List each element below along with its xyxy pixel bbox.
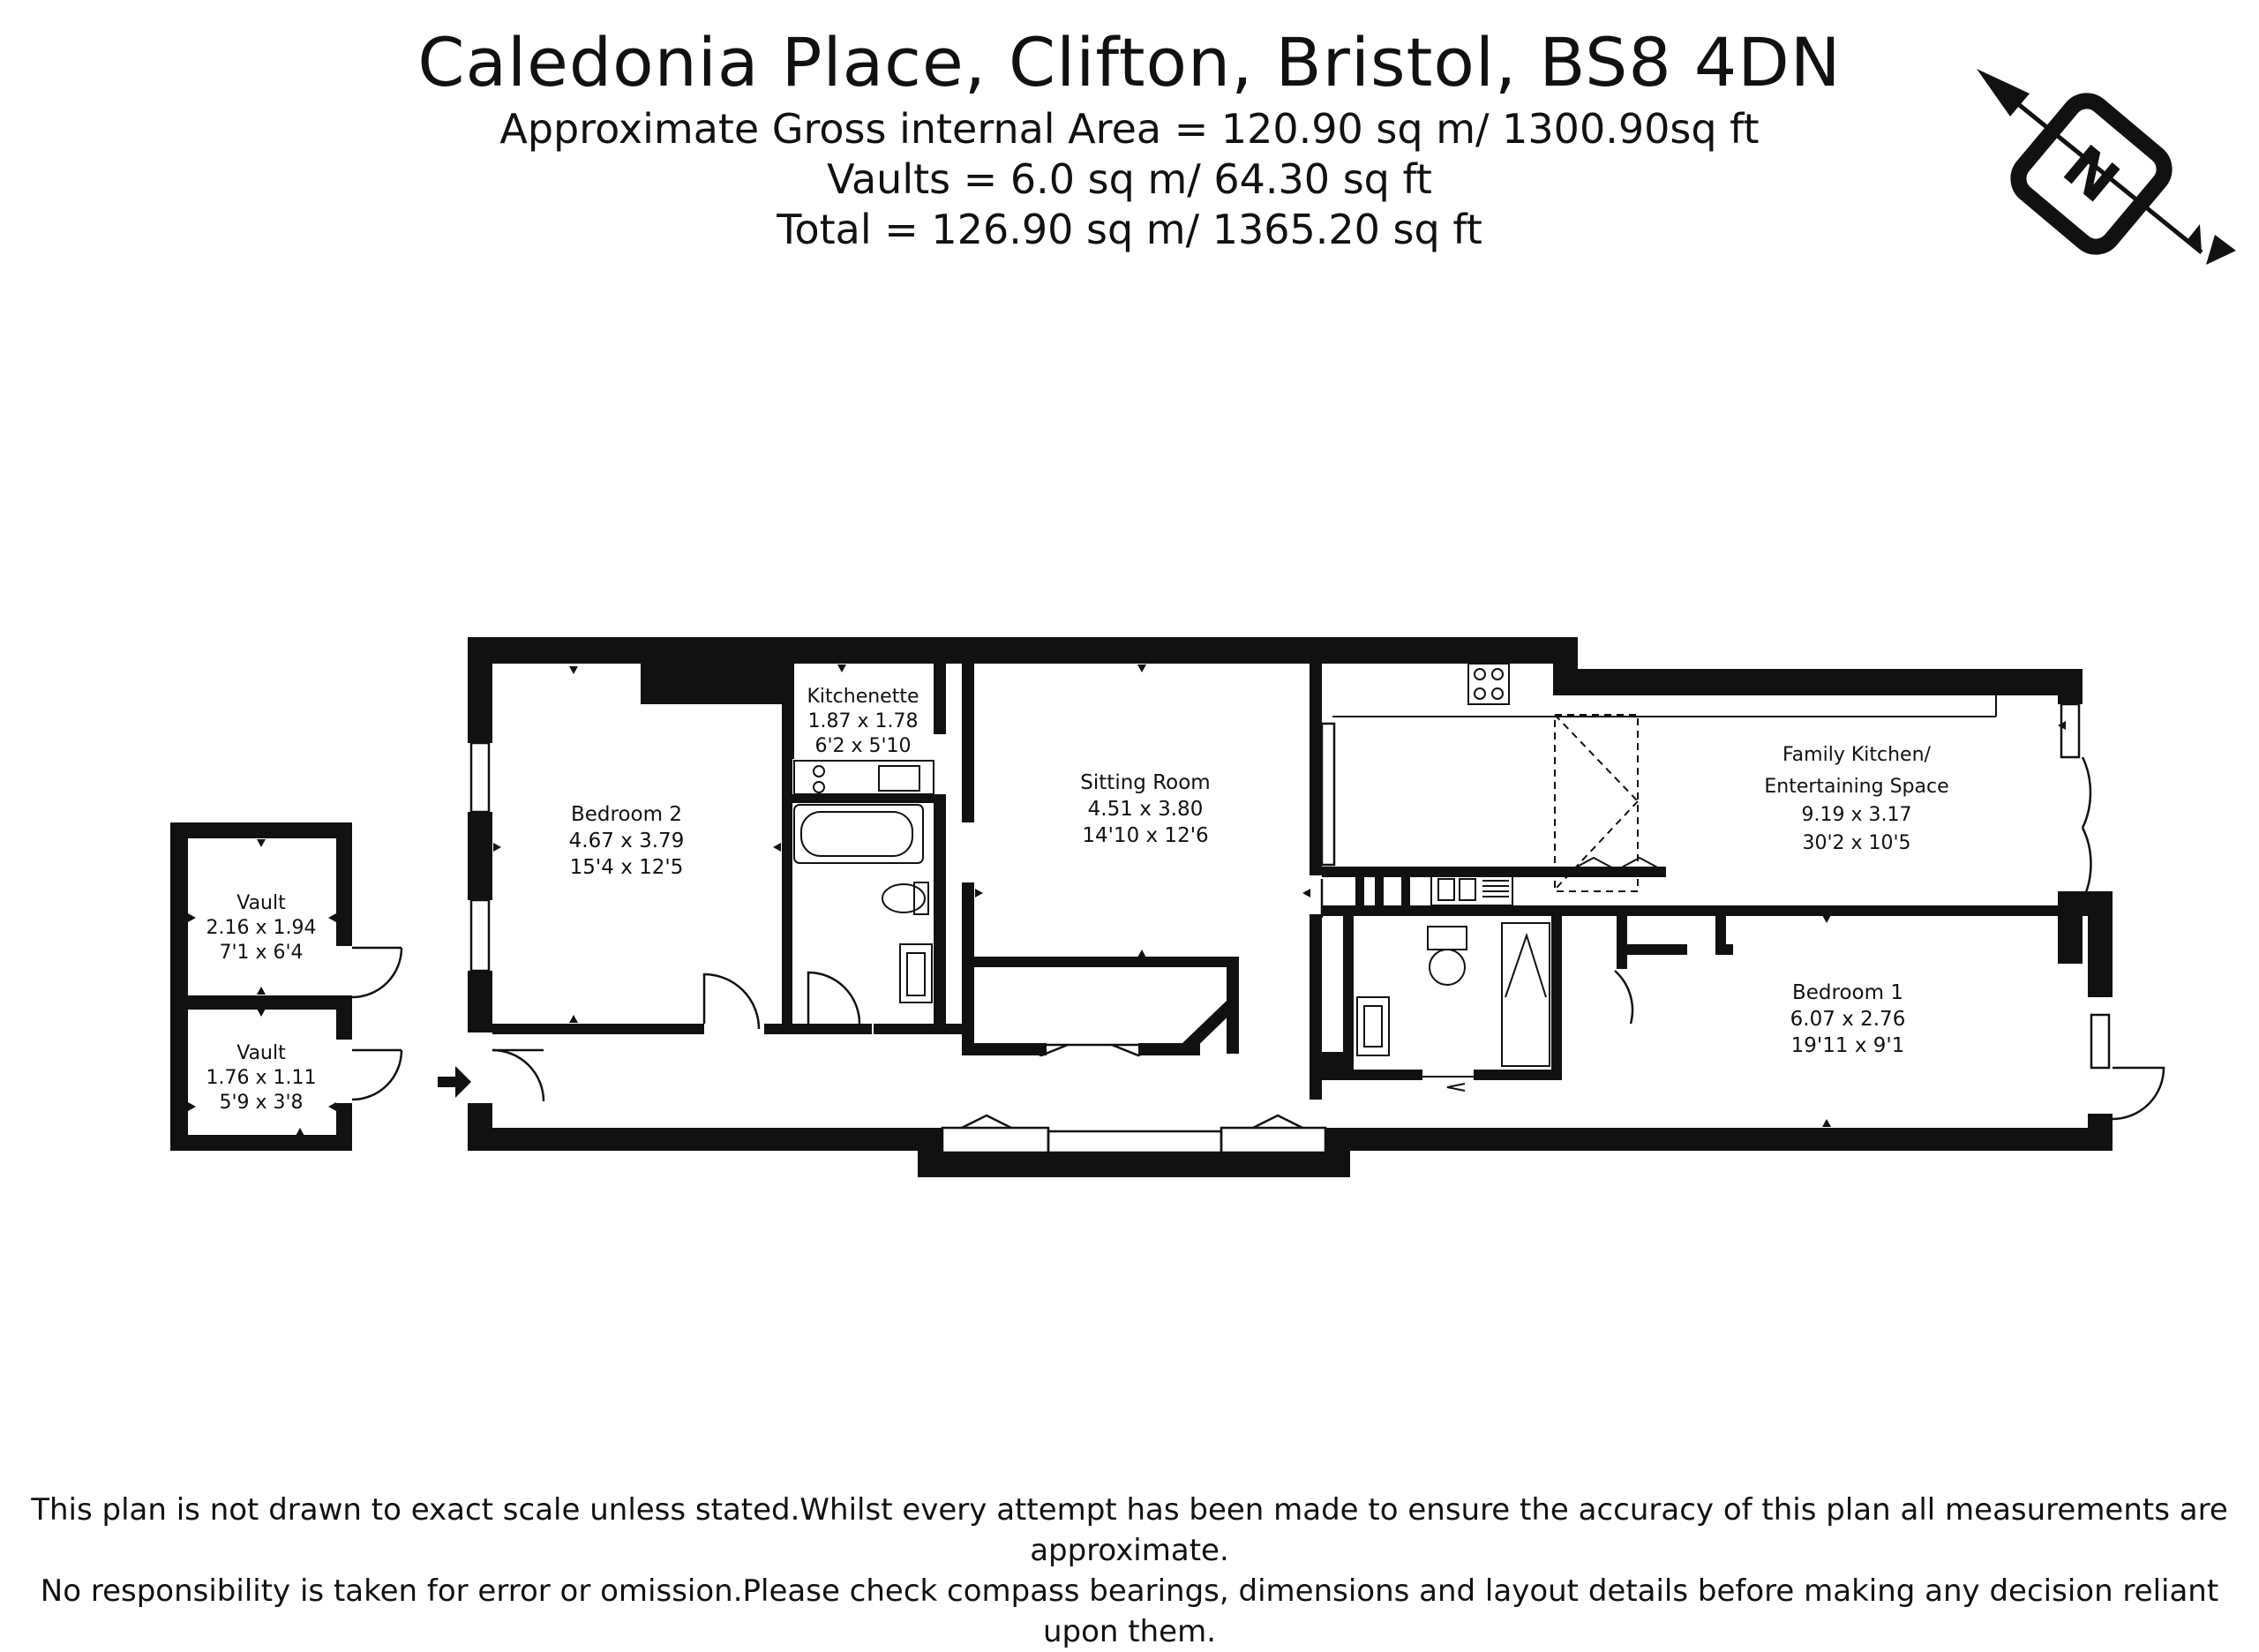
family-kitchen-imperial: 30'2 x 10'5 — [1802, 832, 1910, 854]
property-address: Caledonia Place, Clifton, Bristol, BS8 4… — [417, 23, 1842, 101]
bedroom-1-windows — [2090, 1013, 2165, 1121]
floor-plan: N — [170, 69, 2236, 1177]
bedroom-2-metric: 4.67 x 3.79 — [569, 830, 685, 852]
room-label-kitchenette: Kitchenette 1.87 x 1.78 6'2 x 5'10 — [807, 686, 919, 757]
room-label-bedroom-1: Bedroom 1 6.07 x 2.76 19'11 x 9'1 — [1790, 981, 1906, 1057]
vaults-area: Vaults = 6.0 sq m/ 64.30 sq ft — [827, 155, 1432, 203]
vault-dimension-ticks — [188, 839, 336, 1136]
room-label-vault-1: Vault 2.16 x 1.94 7'1 x 6'4 — [206, 892, 317, 964]
disclaimer-line-2: No responsibility is taken for error or … — [40, 1573, 2219, 1649]
room-label-sitting-room: Sitting Room 4.51 x 3.80 14'10 x 12'6 — [1080, 771, 1210, 847]
vault-1-name: Vault — [236, 892, 286, 914]
room-label-vault-2: Vault 1.76 x 1.11 5'9 x 3'8 — [206, 1042, 317, 1114]
internal-doors — [702, 879, 1634, 1030]
bedroom-1-name: Bedroom 1 — [1792, 981, 1903, 1004]
internal-walls — [492, 664, 2091, 1100]
vault-doors — [351, 946, 403, 1101]
shower-room-fittings — [1356, 922, 1550, 1092]
family-kitchen-name-1: Family Kitchen/ — [1782, 744, 1931, 766]
kitchen-windows — [1320, 702, 2092, 901]
family-kitchen-name-2: Entertaining Space — [1764, 776, 1948, 798]
vault-1-imperial: 7'1 x 6'4 — [219, 942, 303, 964]
room-label-bedroom-2: Bedroom 2 4.67 x 3.79 15'4 x 12'5 — [569, 803, 685, 879]
main-outer-walls — [468, 637, 2113, 1177]
bedroom-2-name: Bedroom 2 — [571, 803, 682, 826]
kitchenette-metric: 1.87 x 1.78 — [808, 710, 919, 732]
disclaimer: This plan is not drawn to exact scale un… — [0, 1490, 2259, 1652]
room-label-family-kitchen: Family Kitchen/ Entertaining Space 9.19 … — [1764, 744, 1948, 854]
vault-walls — [170, 822, 352, 1151]
gross-internal-area: Approximate Gross internal Area = 120.90… — [499, 105, 1760, 153]
vault-2-metric: 1.76 x 1.11 — [206, 1067, 317, 1089]
sitting-room-bay-windows — [1014, 1043, 1166, 1057]
sitting-room-bay — [962, 967, 1239, 1055]
sitting-room-name: Sitting Room — [1080, 771, 1210, 794]
north-compass-icon: N — [1977, 69, 2236, 265]
family-kitchen-metric: 9.19 x 3.17 — [1802, 804, 1912, 826]
kitchenette-fittings — [793, 760, 934, 795]
vault-1-metric: 2.16 x 1.94 — [206, 917, 317, 939]
bedroom-2-imperial: 15'4 x 12'5 — [570, 856, 684, 879]
bedroom-1-metric: 6.07 x 2.76 — [1790, 1008, 1906, 1031]
front-bay-windows — [941, 1114, 1327, 1154]
bedroom-1-imperial: 19'11 x 9'1 — [1791, 1034, 1905, 1057]
kitchenette-name: Kitchenette — [807, 686, 919, 708]
room-dimension-ticks — [493, 665, 2066, 1127]
entrance — [438, 1048, 545, 1102]
kitchen-fittings — [1332, 663, 1997, 906]
compass-letter: N — [2051, 132, 2132, 215]
sitting-room-imperial: 14'10 x 12'6 — [1082, 824, 1208, 847]
disclaimer-line-1: This plan is not drawn to exact scale un… — [31, 1492, 2228, 1568]
bathroom-fittings — [793, 804, 933, 1003]
vault-2-imperial: 5'9 x 3'8 — [219, 1092, 303, 1114]
sitting-room-metric: 4.51 x 3.80 — [1088, 798, 1204, 821]
bedroom-2-windows — [469, 741, 491, 972]
kitchenette-imperial: 6'2 x 5'10 — [814, 735, 911, 757]
vault-2-name: Vault — [236, 1042, 286, 1064]
plan-header: Caledonia Place, Clifton, Bristol, BS8 4… — [0, 21, 2259, 255]
total-area: Total = 126.90 sq m/ 1365.20 sq ft — [777, 206, 1482, 253]
